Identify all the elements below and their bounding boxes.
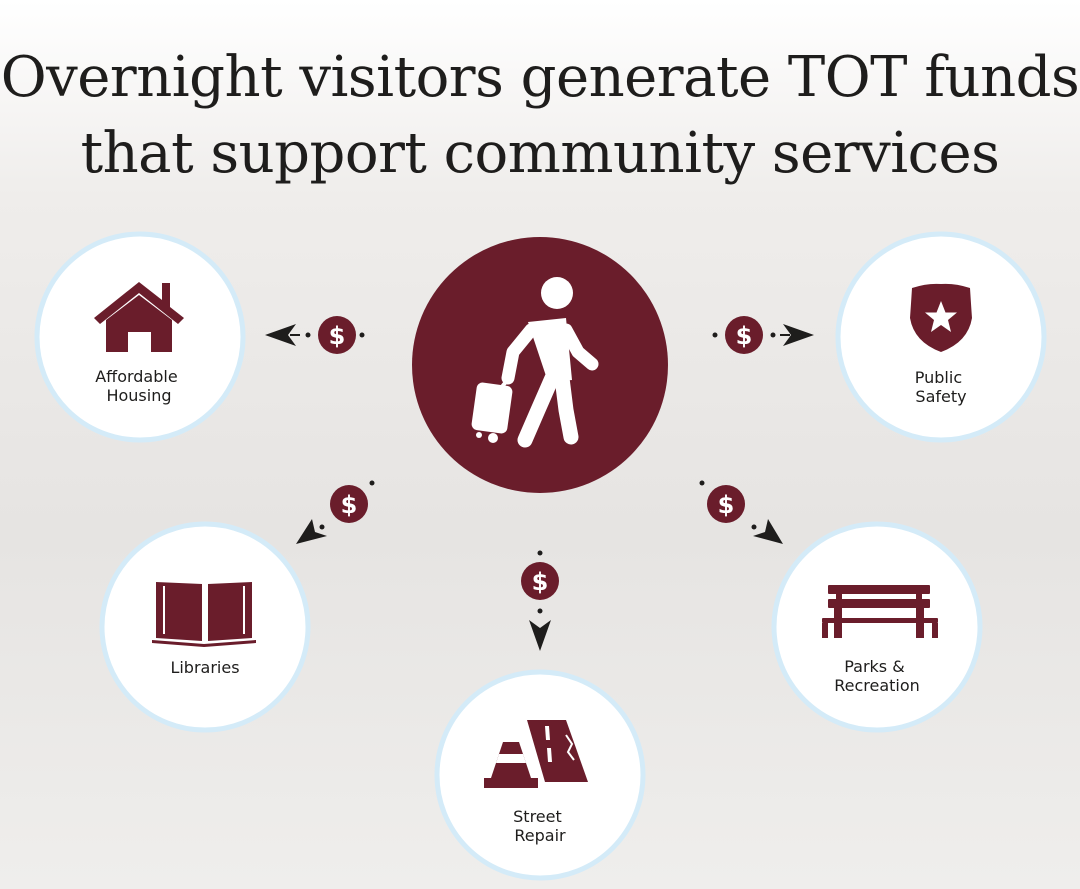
dollar-symbol: $	[532, 568, 549, 596]
flow-dot	[751, 524, 757, 530]
arrow-down-left-icon	[296, 519, 327, 544]
label-affordable-housing: Affordable Housing	[95, 367, 183, 405]
flow-to-public-safety: $	[712, 316, 814, 354]
label-line: Housing	[106, 386, 171, 405]
center-node	[412, 237, 668, 493]
arrow-down-icon	[529, 620, 551, 651]
service-public-safety: Public Safety	[835, 231, 1047, 443]
label-line: Repair	[514, 826, 566, 845]
dollar-symbol: $	[341, 491, 358, 519]
dollar-coin-icon	[707, 485, 745, 523]
dollar-coin-icon	[521, 562, 559, 600]
title-line-2: that support community services	[80, 121, 1000, 186]
flow-dot	[537, 608, 543, 614]
flow-dot	[305, 332, 311, 338]
page-title: Overnight visitors generate TOT funds th…	[0, 40, 1080, 192]
flow-dot	[770, 332, 776, 338]
title-line-1: Overnight visitors generate TOT funds	[0, 45, 1080, 110]
service-circle	[771, 521, 983, 733]
traveler-with-suitcase-icon	[471, 277, 599, 448]
flow-to-street-repair: $	[521, 550, 559, 651]
label-public-safety: Public Safety	[915, 368, 967, 406]
dollar-coin-icon	[725, 316, 763, 354]
flow-to-parks-recreation: $	[699, 480, 783, 544]
service-affordable-housing: Affordable Housing	[34, 231, 246, 443]
flow-dot	[319, 524, 325, 530]
label-line: Safety	[915, 387, 966, 406]
flow-to-libraries: $	[296, 480, 375, 544]
house-icon	[94, 282, 184, 352]
arrow-left-icon	[265, 324, 296, 346]
flow-dot	[537, 550, 543, 556]
label-street-repair: Street Repair	[513, 807, 567, 845]
label-line: Street	[513, 807, 562, 826]
dollar-coin-icon	[318, 316, 356, 354]
service-circle	[34, 231, 246, 443]
dollar-symbol: $	[718, 491, 735, 519]
service-libraries: Libraries	[99, 521, 311, 733]
dollar-symbol: $	[329, 322, 346, 350]
label-libraries: Libraries	[170, 658, 239, 677]
service-parks-recreation: Parks & Recreation	[771, 521, 983, 733]
label-line: Parks &	[844, 657, 904, 676]
flow-dot	[699, 480, 705, 486]
arrow-right-icon	[783, 324, 814, 346]
dollar-coin-icon	[330, 485, 368, 523]
service-circle	[99, 521, 311, 733]
road-cone-icon	[484, 720, 588, 788]
service-street-repair: Street Repair	[434, 669, 646, 881]
flow-dot	[369, 480, 375, 486]
label-line: Public	[915, 368, 962, 387]
flow-dot	[359, 332, 365, 338]
flow-to-affordable-housing: $	[265, 316, 365, 354]
center-circle	[412, 237, 668, 493]
open-book-icon	[152, 582, 256, 647]
label-line: Libraries	[170, 658, 239, 677]
park-bench-icon	[822, 585, 938, 638]
label-line: Affordable	[95, 367, 177, 386]
police-badge-icon	[910, 283, 972, 352]
label-parks-recreation: Parks & Recreation	[834, 657, 920, 695]
dollar-symbol: $	[736, 322, 753, 350]
service-circle	[434, 669, 646, 881]
arrow-down-right-icon	[753, 519, 783, 544]
flow-dot	[712, 332, 718, 338]
label-line: Recreation	[834, 676, 920, 695]
